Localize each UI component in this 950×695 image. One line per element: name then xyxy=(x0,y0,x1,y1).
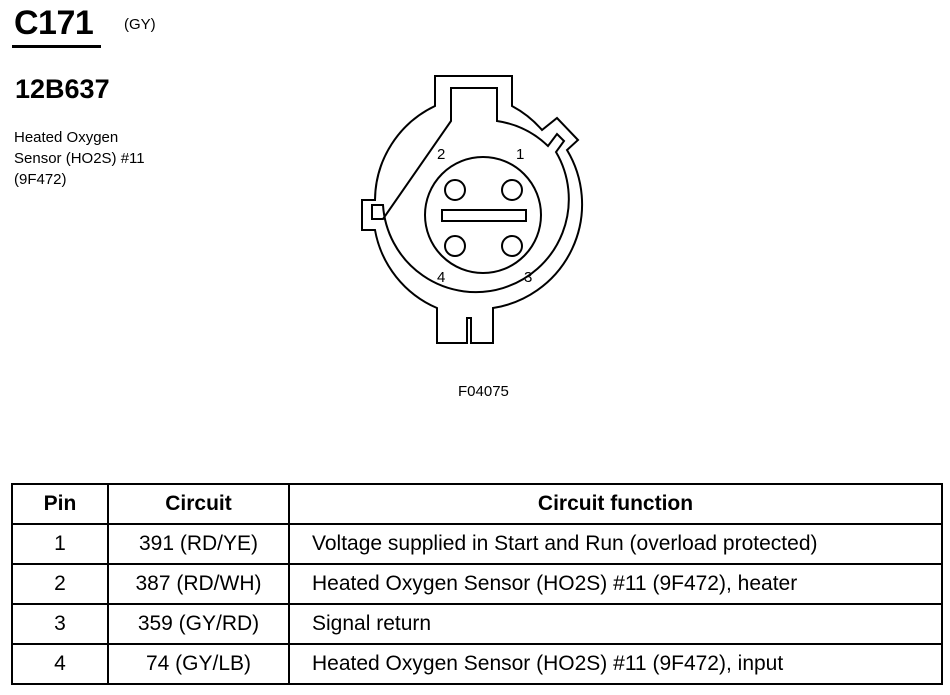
pin-table: Pin Circuit Circuit function 1 391 (RD/Y… xyxy=(11,483,943,685)
connector-inner-outline xyxy=(371,87,570,294)
pin-insert xyxy=(424,156,542,274)
cell-circuit: 391 (RD/YE) xyxy=(107,523,290,565)
cell-pin: 2 xyxy=(11,563,109,605)
connector-description: Heated Oxygen Sensor (HO2S) #11 (9F472) xyxy=(14,127,145,190)
cell-circuit: 387 (RD/WH) xyxy=(107,563,290,605)
table-header-row: Pin Circuit Circuit function xyxy=(11,483,943,525)
pin-label-3: 3 xyxy=(524,269,532,286)
table-row: 4 74 (GY/LB) Heated Oxygen Sensor (HO2S)… xyxy=(11,643,943,685)
pin-label-1: 1 xyxy=(516,146,524,163)
cell-function: Voltage supplied in Start and Run (overl… xyxy=(288,523,943,565)
table-row: 3 359 (GY/RD) Signal return xyxy=(11,603,943,645)
cell-function: Signal return xyxy=(288,603,943,645)
description-line: Heated Oxygen xyxy=(14,129,119,146)
connector-color: (GY) xyxy=(124,16,156,33)
cell-pin: 4 xyxy=(11,643,109,685)
connector-id: C171 xyxy=(14,4,94,42)
key-slot xyxy=(441,209,527,222)
cell-circuit: 359 (GY/RD) xyxy=(107,603,290,645)
table-row: 1 391 (RD/YE) Voltage supplied in Start … xyxy=(11,523,943,565)
pin-cavity-2 xyxy=(444,179,466,201)
part-number: 12B637 xyxy=(15,74,110,104)
connector-housing-outline xyxy=(361,75,584,344)
figure-code: F04075 xyxy=(458,383,509,400)
pin-cavity-1 xyxy=(501,179,523,201)
header-pin: Pin xyxy=(11,483,109,525)
connector-id-underline xyxy=(12,45,101,48)
header-circuit: Circuit xyxy=(107,483,290,525)
cell-pin: 3 xyxy=(11,603,109,645)
cell-pin: 1 xyxy=(11,523,109,565)
cell-function: Heated Oxygen Sensor (HO2S) #11 (9F472),… xyxy=(288,643,943,685)
table-row: 2 387 (RD/WH) Heated Oxygen Sensor (HO2S… xyxy=(11,563,943,605)
pin-cavity-3 xyxy=(501,235,523,257)
pin-cavity-4 xyxy=(444,235,466,257)
pin-label-2: 2 xyxy=(437,146,445,163)
connector-face-diagram: 2 1 4 3 xyxy=(361,75,584,344)
pin-label-4: 4 xyxy=(437,269,445,286)
description-line: Sensor (HO2S) #11 xyxy=(14,150,145,167)
cell-circuit: 74 (GY/LB) xyxy=(107,643,290,685)
cell-function: Heated Oxygen Sensor (HO2S) #11 (9F472),… xyxy=(288,563,943,605)
header-circuit-function: Circuit function xyxy=(288,483,943,525)
description-line: (9F472) xyxy=(14,171,67,188)
